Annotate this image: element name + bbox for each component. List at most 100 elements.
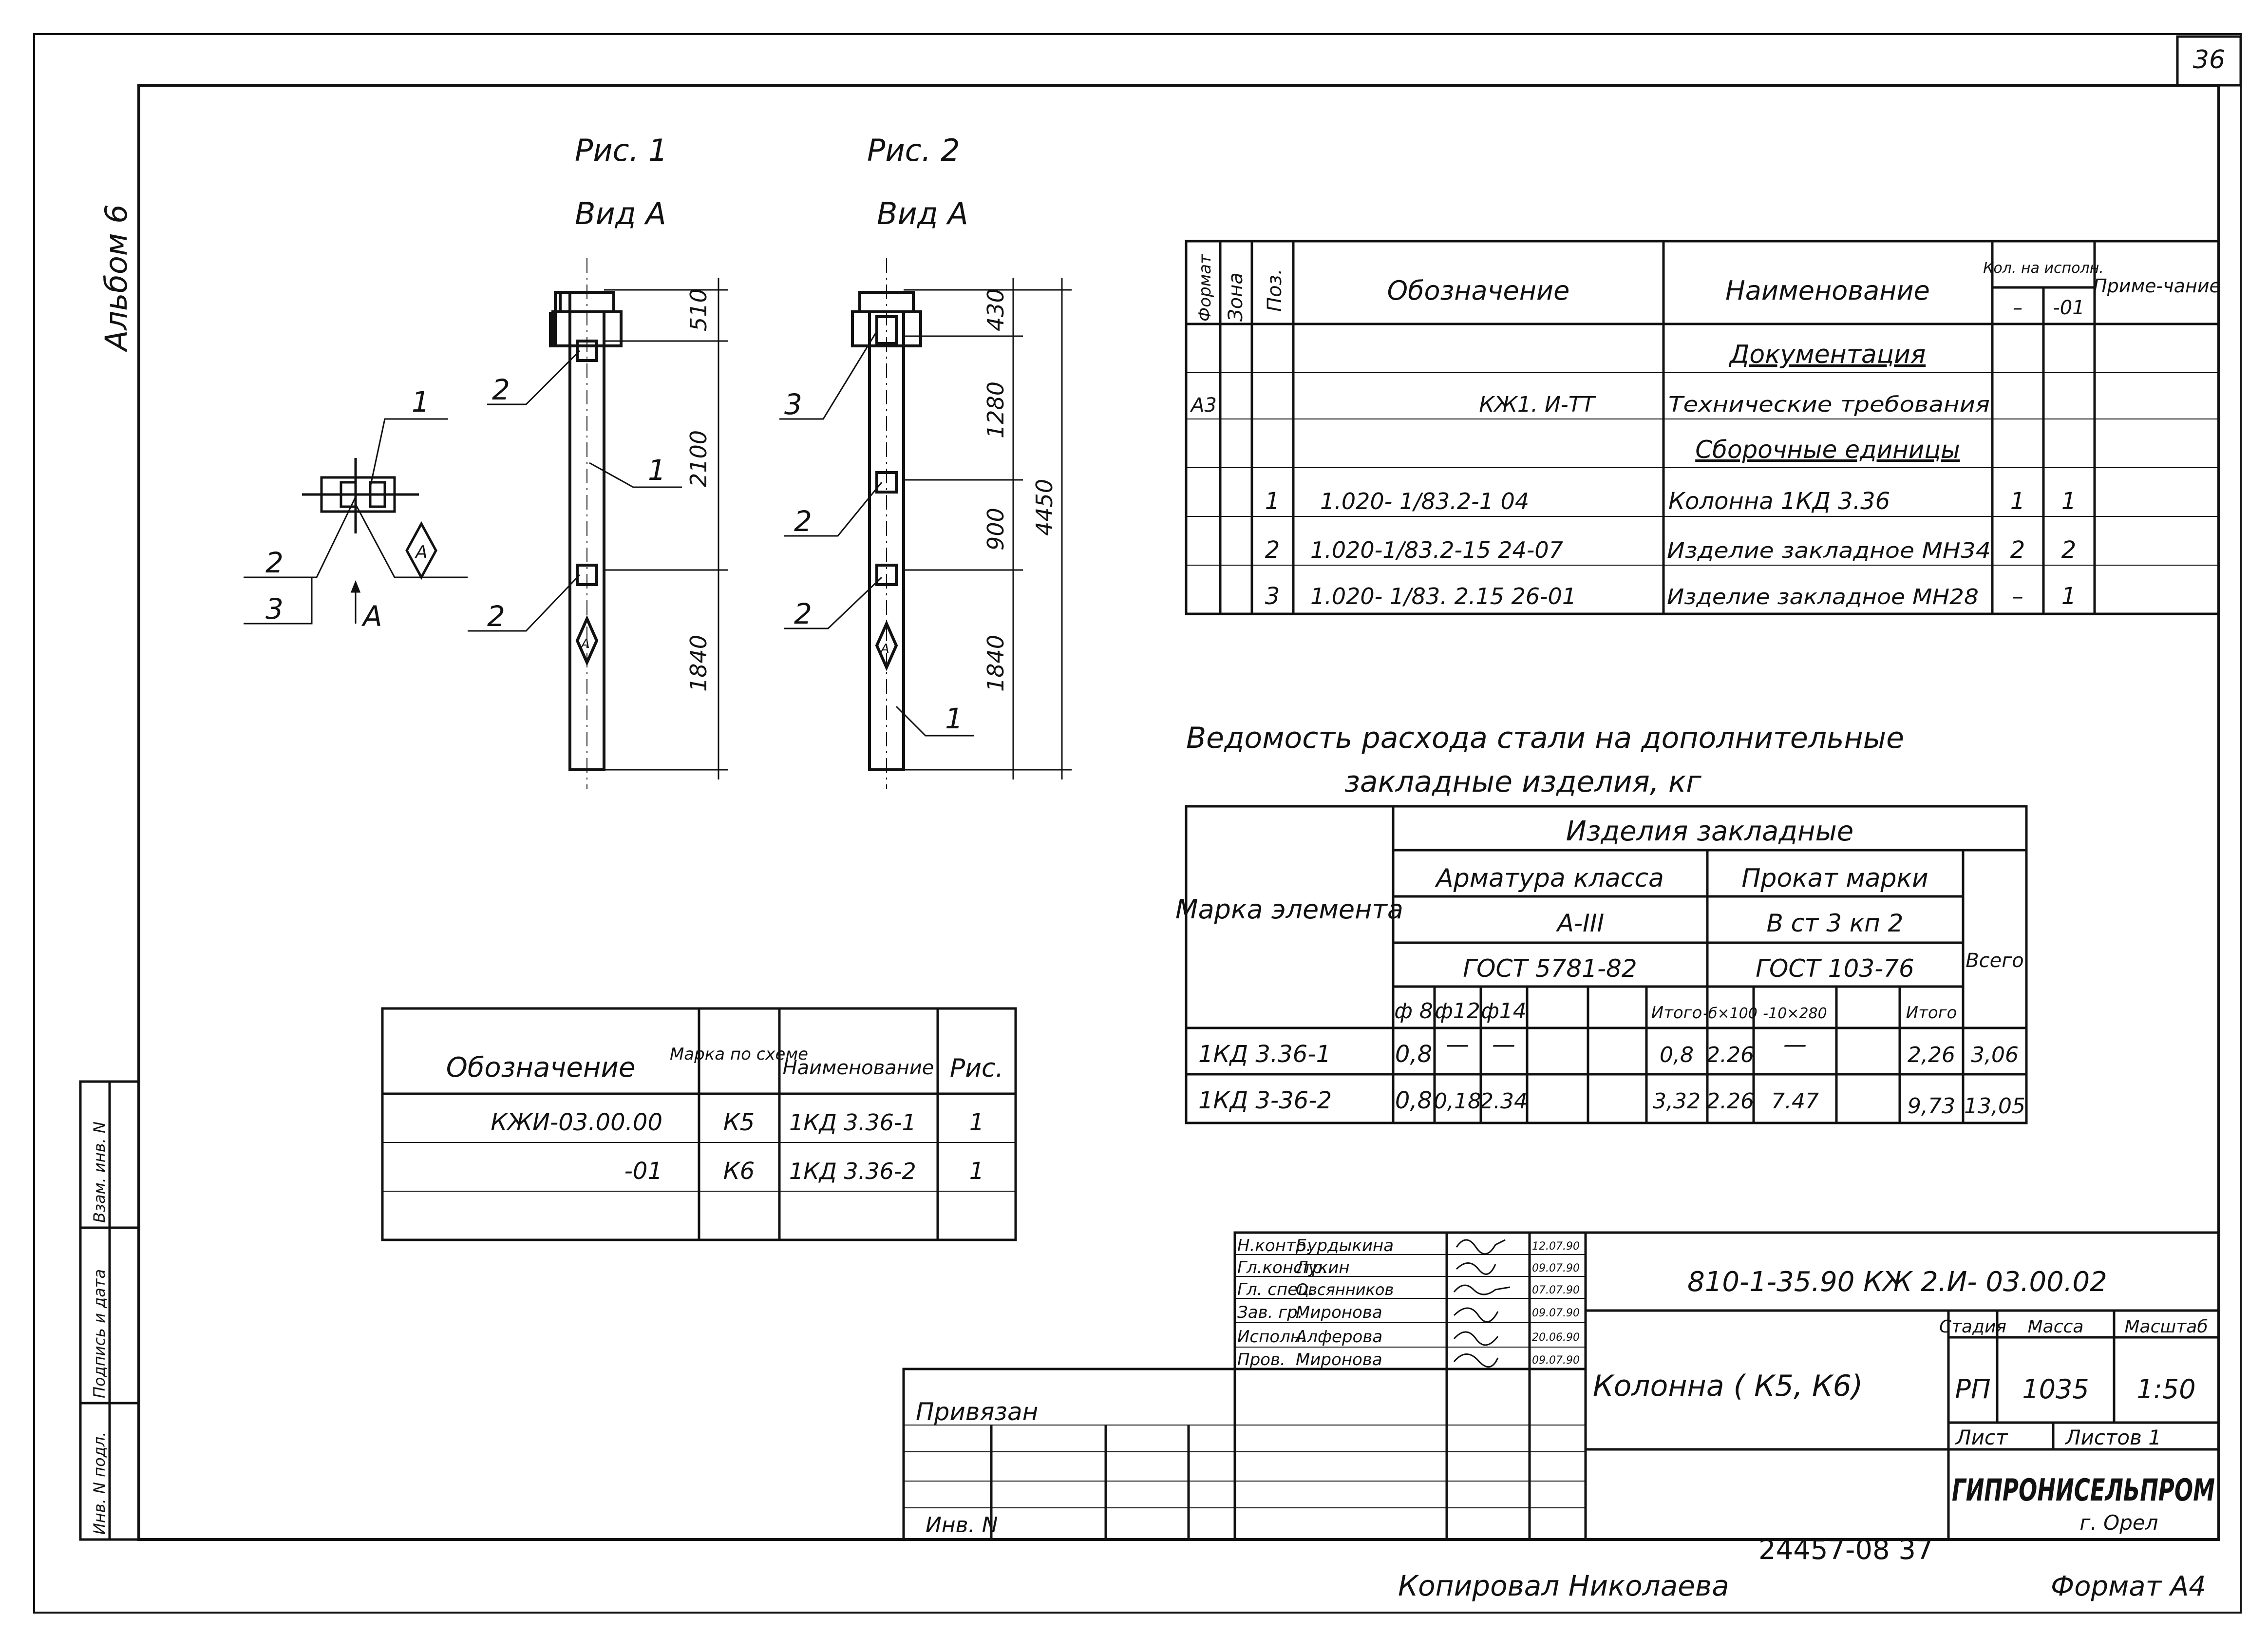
steel-row2-mark: 1КД 3-36-2 — [1198, 1087, 1332, 1114]
variant-row2-mark: К6 — [723, 1158, 755, 1185]
fig1-dim-1840: 1840 — [685, 635, 712, 692]
steel-header-f12: ф12 — [1435, 999, 1480, 1024]
signer-5-date: 20.06.90 — [1532, 1331, 1580, 1344]
variant-table-grid — [381, 1007, 1017, 1241]
signer-1-name: Бурдыкина — [1296, 1236, 1394, 1255]
steel-row1-f14: — — [1492, 1031, 1515, 1058]
steel-header-total: Всего — [1966, 950, 2024, 972]
variant-row2-name: 1КД 3.36-2 — [789, 1158, 916, 1184]
steel-header-r2: -10×280 — [1763, 1005, 1827, 1022]
fig1-marker-a: A — [580, 637, 590, 651]
detail-arrow-label: A — [361, 600, 382, 633]
fig2-leaders — [779, 331, 974, 737]
spec-header-format: Формат — [1195, 254, 1215, 322]
variant-row1-name: 1КД 3.36-1 — [789, 1109, 916, 1136]
side-stamp — [79, 1080, 140, 1541]
spec-header-note: Приме-чание — [2093, 275, 2221, 297]
fig1-leaders — [468, 350, 682, 632]
detail-marker-a: A — [415, 542, 428, 562]
signer-2-role: Гл.констр. — [1237, 1258, 1328, 1277]
fig2-dim-4450: 4450 — [1031, 479, 1058, 536]
mass-value: 1035 — [2022, 1374, 2089, 1405]
fig2-dim-1840: 1840 — [983, 635, 1009, 692]
steel-header-rolled-gost: ГОСТ 103-76 — [1756, 954, 1914, 983]
fig1-callout-2-bottom: 2 — [487, 600, 505, 633]
steel-header-rebar-class: А-III — [1556, 909, 1604, 937]
signer-4-role: Зав. гр. — [1237, 1303, 1303, 1322]
spec-row1-qb: 1 — [2061, 488, 2077, 515]
title-block-grid — [902, 1231, 2220, 1541]
signer-6-name: Миронова — [1296, 1350, 1382, 1369]
org-city: г. Орел — [2079, 1511, 2158, 1535]
spec-row3-qb: 1 — [2061, 583, 2077, 610]
album-label: Альбом 6 — [98, 204, 134, 353]
steel-header-subtotal: Итого — [1651, 1003, 1702, 1023]
steel-header-mark: Марка элемента — [1175, 894, 1403, 925]
fig2-dim-lines — [904, 278, 1072, 779]
detail-callout-3: 3 — [265, 592, 284, 626]
steel-header-rebar: Арматура класса — [1435, 864, 1664, 893]
signer-3-role: Гл. спец. — [1237, 1280, 1314, 1299]
steel-row2-f12: 0,18 — [1434, 1089, 1481, 1114]
spec-row2-qa: 2 — [2010, 536, 2025, 564]
fig2-callout-2-bottom: 2 — [794, 597, 812, 630]
fig2-dim-900: 900 — [983, 508, 1009, 551]
fig2-dim-1280: 1280 — [983, 381, 1009, 438]
copied-by: Копировал Николаева — [1398, 1569, 1729, 1602]
side-stamp-sign: Подпись и дата — [90, 1269, 109, 1398]
steel-header-f8: ф 8 — [1394, 999, 1433, 1024]
fig2-title: Рис. 2 — [867, 133, 960, 168]
variant-header-name: Наименование — [783, 1057, 934, 1079]
spec-header-zone: Зона — [1225, 272, 1247, 322]
steel-row2-sub: 3,32 — [1653, 1089, 1701, 1114]
signer-6-date: 09.07.90 — [1532, 1354, 1580, 1367]
steel-header-rebar-gost: ГОСТ 5781-82 — [1463, 954, 1637, 983]
steel-row2-total: 13,05 — [1964, 1094, 2025, 1119]
archive-number: 24457-08 37 — [1758, 1534, 1933, 1566]
steel-row1-total: 3,06 — [1971, 1043, 2019, 1067]
fig2-callout-2-mid: 2 — [794, 505, 812, 538]
steel-row1-f12: — — [1446, 1031, 1469, 1058]
signer-5-role: Исполн. — [1237, 1327, 1306, 1347]
signer-2-name: Лукин — [1295, 1258, 1350, 1277]
steel-row2-p1: 2.26 — [1706, 1089, 1754, 1114]
spec-row1-designation: 1.020- 1/83.2-1 04 — [1320, 488, 1529, 514]
signer-6-role: Пров. — [1237, 1350, 1285, 1369]
variant-table-rows — [382, 1142, 1016, 1192]
variant-row2-fig: 1 — [969, 1158, 984, 1185]
steel-row2-p2: 7.47 — [1771, 1089, 1819, 1114]
spec-header-qty-b: -01 — [2053, 297, 2084, 319]
doc-code: 810-1-35.90 КЖ 2.И- 03.00.02 — [1687, 1266, 2107, 1298]
steel-row1-p1: 2.26 — [1706, 1043, 1754, 1067]
spec-header-name: Наименование — [1725, 275, 1930, 306]
binding-inv: Инв. N — [926, 1513, 998, 1538]
spec-row3-pos: 3 — [1265, 583, 1280, 610]
spec-row2-qb: 2 — [2061, 536, 2077, 564]
fig2-marker-a: A — [880, 642, 889, 656]
binding-label: Привязан — [916, 1398, 1038, 1426]
org-name: ГИПРОНИСЕЛЬПРОМ — [1952, 1472, 2215, 1508]
outer-border — [33, 33, 2242, 1614]
fig2-callout-3: 3 — [784, 388, 802, 421]
steel-row1-sub2: 2,26 — [1908, 1043, 1955, 1067]
signer-1-date: 12.07.90 — [1532, 1240, 1580, 1253]
mass-label: Масса — [2028, 1317, 2084, 1337]
spec-header-qty-a: – — [2013, 297, 2022, 319]
steel-header-rolled-grade: В ст 3 кп 2 — [1766, 909, 1903, 937]
signer-3-date: 07.07.90 — [1532, 1284, 1580, 1296]
spec-section-assemblies: Сборочные единицы — [1695, 436, 1960, 464]
spec-row3-designation: 1.020- 1/83. 2.15 26-01 — [1310, 583, 1576, 609]
steel-row1-mark: 1КД 3.36-1 — [1198, 1041, 1331, 1068]
signer-1-role: Н.контр. — [1237, 1236, 1311, 1255]
fig1-dim-2100: 2100 — [685, 430, 712, 487]
spec-row1-name: Колонна 1КД 3.36 — [1668, 488, 1890, 515]
spec-doc-designation: КЖ1. И-ТТ — [1479, 392, 1596, 417]
steel-row2-f8: 0,8 — [1395, 1087, 1432, 1114]
fig2-dim-430: 430 — [983, 288, 1009, 331]
fig1-view: Вид А — [575, 196, 666, 231]
variant-row1-fig: 1 — [969, 1109, 984, 1136]
variant-row1-mark: К5 — [723, 1109, 755, 1136]
variant-row2-designation: -01 — [624, 1158, 662, 1185]
